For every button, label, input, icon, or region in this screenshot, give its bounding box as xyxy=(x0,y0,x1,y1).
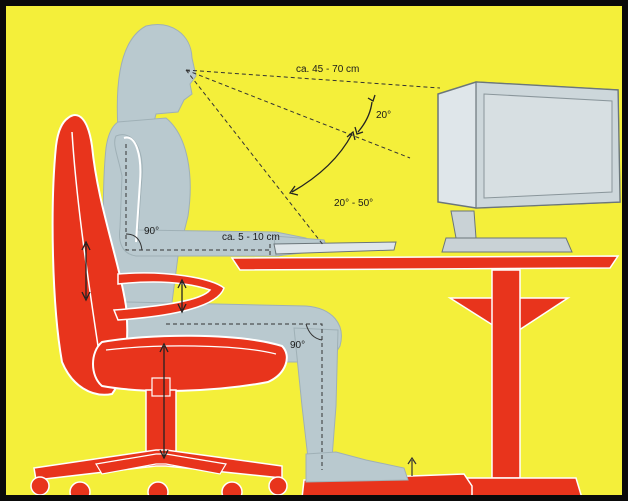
arm-table-gap-label: ca. 5 - 10 cm xyxy=(222,232,280,243)
knee-angle-label: 90° xyxy=(290,340,305,351)
tilt-range-arc xyxy=(290,132,355,195)
keyboard xyxy=(274,242,396,254)
tilt-range-label: 20° - 50° xyxy=(334,198,373,209)
eye-distance-label: ca. 45 - 70 cm xyxy=(296,64,359,75)
elbow-angle-label: 90° xyxy=(144,226,159,237)
view-angle-label: 20° xyxy=(376,110,391,121)
ergonomics-diagram: ca. 45 - 70 cm 20° 20° - 50° 90° ca. 5 -… xyxy=(6,6,628,501)
view-angle-arc xyxy=(355,95,375,134)
monitor xyxy=(438,82,620,252)
armrest-height-arrow xyxy=(178,280,186,312)
desk xyxy=(232,256,618,498)
sight-lines xyxy=(186,70,440,246)
